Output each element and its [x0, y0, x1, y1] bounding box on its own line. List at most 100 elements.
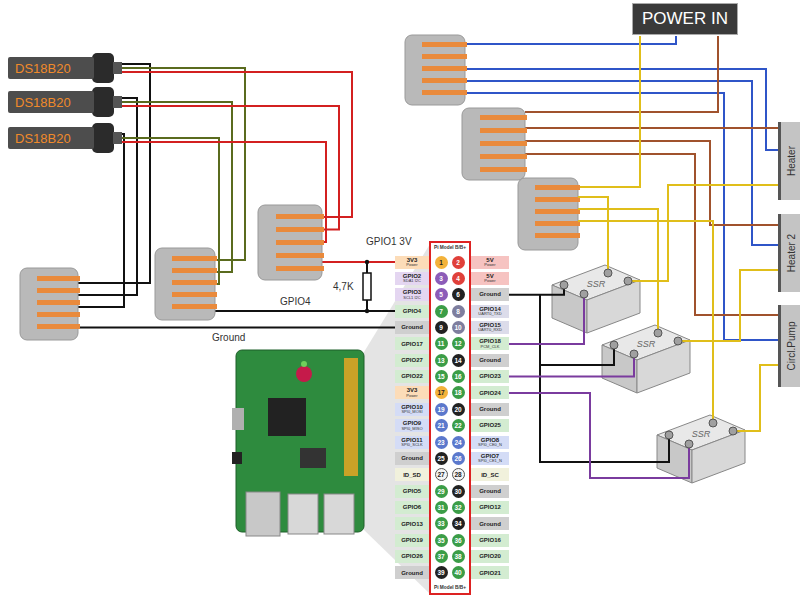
ssr-wires [509, 185, 778, 478]
pin-number: 38 [454, 553, 461, 560]
ssr-side [637, 340, 690, 393]
pin-function: UART0_RXD [478, 328, 502, 333]
pin-number: 2 [456, 259, 460, 266]
pin-circle: 31 [435, 501, 448, 514]
pin-name: Ground [401, 324, 423, 331]
pin-label: GPIO13 [395, 517, 429, 530]
pin [422, 90, 467, 95]
node-text: Circl.Pump [785, 322, 796, 371]
pin-circle: 23 [435, 436, 448, 449]
pin-name: Ground [479, 406, 501, 413]
node-text: Heater [785, 146, 796, 176]
ssr-side [587, 280, 640, 333]
pin-circle: 16 [452, 370, 465, 383]
header-title: Pi Model B/B+ [434, 245, 466, 250]
pin-number: 28 [454, 471, 461, 478]
pin-number: 24 [454, 439, 461, 446]
gpio-strip [344, 358, 358, 476]
pin-name: GPIO26 [401, 553, 423, 560]
ethernet-port [246, 492, 280, 536]
screw [624, 277, 632, 285]
pin-name: ID_SD [403, 472, 421, 479]
pin-circle: 13 [435, 354, 448, 367]
pin-circle: 6 [452, 288, 465, 301]
pin-number: 16 [454, 373, 461, 380]
pin-number: 20 [454, 406, 461, 413]
junction-dot [365, 309, 369, 313]
pin-circle: 40 [452, 566, 465, 579]
node-text: POWER IN [642, 9, 728, 28]
pin-name: GPIO12 [479, 504, 501, 511]
pin [276, 227, 324, 232]
pin-number: 4 [456, 275, 460, 282]
wire [540, 295, 614, 365]
pin-label: GPIO2SDA1 I2C [395, 272, 429, 285]
wire [322, 261, 395, 263]
pin-number: 32 [454, 504, 461, 511]
pin-label: GPIO15UART0_RXD [471, 321, 509, 334]
sensor-tip [113, 132, 122, 144]
sensor-cap [92, 123, 114, 153]
pin-circle: 12 [452, 337, 465, 350]
wire [465, 36, 676, 44]
sensor-probe: DS18B20 [8, 57, 94, 79]
pin [172, 292, 217, 297]
header-title: Pi Model B/B+ [434, 585, 466, 590]
pin [535, 221, 580, 226]
pin-circle: 2 [452, 256, 465, 269]
resistor-symbol [363, 273, 371, 300]
pin-label: GPIO9SPI0_MISO [395, 419, 429, 432]
terminal-pins [480, 115, 527, 172]
pin-number: 17 [437, 389, 444, 396]
wire [578, 209, 658, 329]
terminal-pins [276, 214, 324, 271]
power-input-box: POWER IN [632, 3, 738, 35]
wire-label: GPIO1 3V [366, 236, 412, 247]
wire [509, 358, 634, 377]
terminal-pins [535, 185, 580, 238]
pin-name: GPIO23 [479, 373, 501, 380]
pin-label: GPIO11SPI0_SCLK [395, 436, 429, 449]
ssr-front [552, 285, 587, 333]
pin [37, 300, 80, 305]
pin-number: 10 [454, 324, 461, 331]
pin-number: 34 [454, 520, 461, 527]
pin-function: Power [406, 263, 417, 268]
pin-circle: 10 [452, 321, 465, 334]
pin-function: SPI0_CE0_N [478, 443, 502, 448]
sensor-probe: DS18B20 [8, 91, 94, 113]
pin-circle: 29 [435, 485, 448, 498]
pin [422, 42, 467, 47]
pin-circle: 37 [435, 550, 448, 563]
pin-function: UART0_TXD [478, 312, 501, 317]
pin-label: Ground [471, 485, 509, 498]
pin-label: GPIO6 [395, 501, 429, 514]
pin-number: 40 [454, 569, 461, 576]
pin-label: Ground [395, 452, 429, 465]
sensor-cap [92, 87, 114, 117]
pin-function: SPI0_MISO [401, 427, 422, 432]
ssr-side [692, 430, 745, 483]
pin [480, 167, 527, 172]
load-tab: Heater 2 [778, 214, 800, 292]
pin [172, 304, 217, 309]
pin [37, 324, 80, 329]
pin-name: GPIO13 [401, 521, 423, 528]
pin-label: GPIO5 [395, 485, 429, 498]
pin [535, 209, 580, 214]
pin-label: GPIO21 [471, 566, 509, 579]
soc-chip [268, 398, 306, 436]
pin-function: SPI0_SCLK [401, 443, 422, 448]
node-text: SSR [637, 339, 656, 349]
relay-label: SSR [636, 339, 657, 349]
wire [737, 365, 778, 431]
pin-label: Ground [471, 354, 509, 367]
logo [296, 366, 312, 382]
screw [654, 329, 662, 337]
wire [465, 93, 778, 340]
pin-number: 35 [437, 537, 444, 544]
pin [172, 256, 217, 261]
pin-label: 5VPower [471, 272, 509, 285]
pin-circle: 30 [452, 485, 465, 498]
